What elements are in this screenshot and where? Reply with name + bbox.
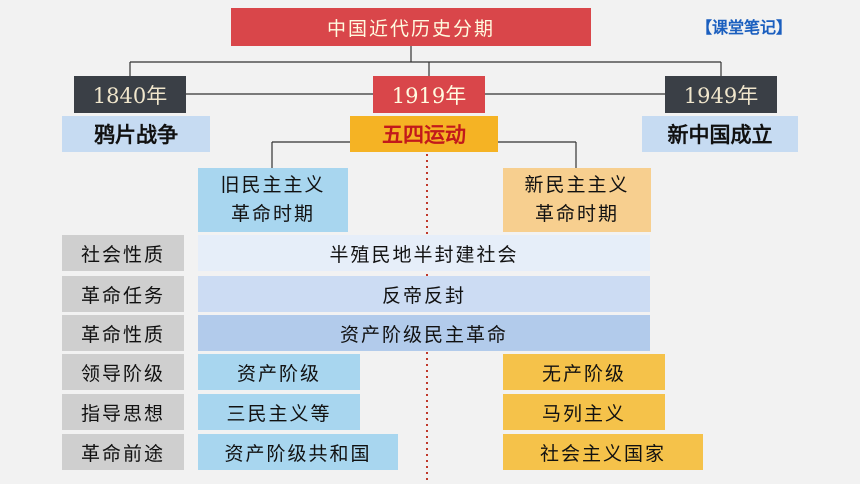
diagram-title: 中国近代历史分期 xyxy=(231,8,591,46)
new-revolution-future: 社会主义国家 xyxy=(503,434,703,470)
shared-revolution-nature: 资产阶级民主革命 xyxy=(198,315,650,351)
shared-social-nature: 半殖民地半封建社会 xyxy=(198,235,650,271)
class-notes-label: 【课堂笔记】 xyxy=(696,18,793,37)
event-may-fourth: 五四运动 xyxy=(350,116,498,152)
row-label-leading-class: 领导阶级 xyxy=(62,354,184,390)
period-old-democratic: 旧民主主义 革命时期 xyxy=(198,168,348,232)
year-1949: 1949年 xyxy=(665,76,777,113)
row-label-revolution-future: 革命前途 xyxy=(62,434,184,470)
event-new-china: 新中国成立 xyxy=(642,116,798,152)
old-revolution-future: 资产阶级共和国 xyxy=(198,434,398,470)
year-1919: 1919年 xyxy=(373,76,485,113)
shared-revolution-task: 反帝反封 xyxy=(198,276,650,312)
event-opium-war: 鸦片战争 xyxy=(62,116,210,152)
period-old-line2: 革命时期 xyxy=(230,203,315,225)
year-1840: 1840年 xyxy=(74,76,186,113)
row-label-guiding-ideology: 指导思想 xyxy=(62,394,184,430)
period-new-democratic: 新民主主义 革命时期 xyxy=(503,168,651,232)
row-label-revolution-nature: 革命性质 xyxy=(62,315,184,351)
new-guiding-ideology: 马列主义 xyxy=(503,394,665,430)
old-guiding-ideology: 三民主义等 xyxy=(198,394,360,430)
period-new-line1: 新民主主义 xyxy=(524,174,630,196)
row-label-social-nature: 社会性质 xyxy=(62,235,184,271)
row-label-revolution-task: 革命任务 xyxy=(62,276,184,312)
old-leading-class: 资产阶级 xyxy=(198,354,360,390)
period-new-line2: 革命时期 xyxy=(534,203,619,225)
period-old-line1: 旧民主主义 xyxy=(220,174,326,196)
new-leading-class: 无产阶级 xyxy=(503,354,665,390)
